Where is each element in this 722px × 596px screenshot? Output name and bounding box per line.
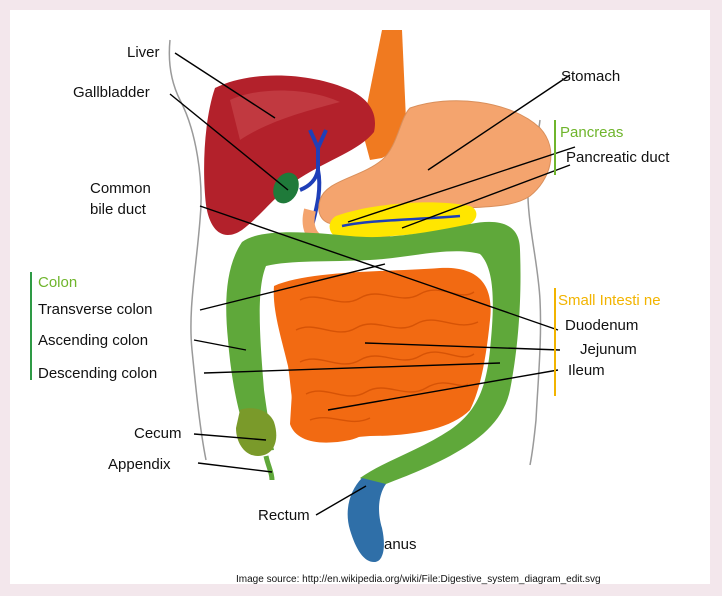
label-ascending-colon: Ascending colon	[38, 332, 148, 349]
ileum-loop	[290, 389, 376, 443]
label-pancreatic-duct: Pancreatic duct	[566, 149, 669, 166]
label-pancreas: Pancreas	[560, 124, 623, 141]
label-colon-group: Colon	[38, 274, 77, 291]
cecum	[236, 408, 276, 456]
label-descending-colon: Descending colon	[38, 365, 157, 382]
label-anus: anus	[384, 536, 417, 553]
image-source-caption: Image source: http://en.wikipedia.org/wi…	[236, 574, 601, 585]
label-appendix: Appendix	[108, 456, 171, 473]
label-common-bile-duct-line1: Common	[90, 180, 151, 197]
diagram-frame: Liver Gallbladder Common bile duct Stoma…	[10, 10, 710, 584]
label-duodenum: Duodenum	[565, 317, 638, 334]
pancreas-group-bar	[554, 120, 556, 175]
label-stomach: Stomach	[561, 68, 620, 85]
rectum	[348, 478, 386, 562]
label-common-bile-duct-line2: bile duct	[90, 201, 146, 218]
label-cecum: Cecum	[134, 425, 182, 442]
small-intestine-group-bar	[554, 288, 556, 396]
label-liver: Liver	[127, 44, 160, 61]
label-jejunum: Jejunum	[580, 341, 637, 358]
label-gallbladder: Gallbladder	[73, 84, 150, 101]
colon-group-bar	[30, 272, 32, 380]
appendix	[266, 456, 272, 480]
label-transverse-colon: Transverse colon	[38, 301, 153, 318]
label-ileum: Ileum	[568, 362, 605, 379]
label-rectum: Rectum	[258, 507, 310, 524]
label-small-intestine-group: Small Intesti ne	[558, 292, 661, 309]
